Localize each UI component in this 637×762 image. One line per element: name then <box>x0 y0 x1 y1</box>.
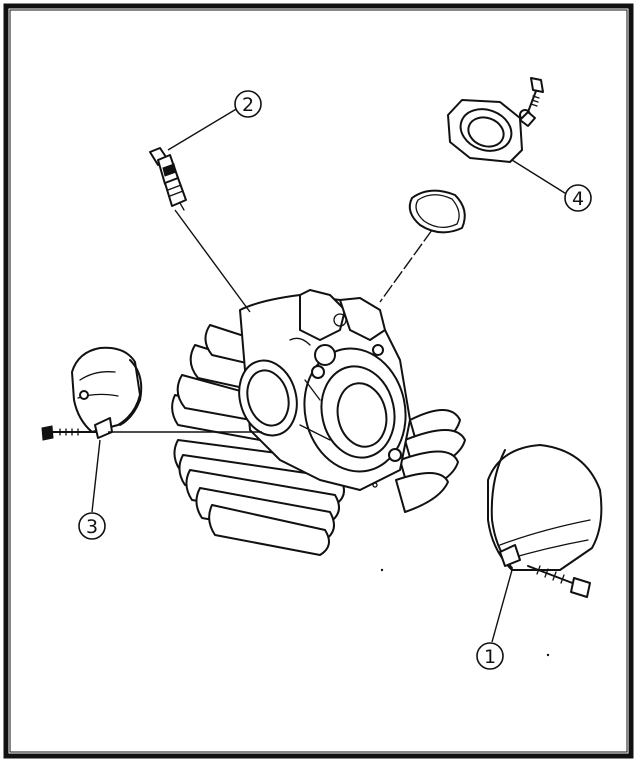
callout-4: 4 <box>564 184 592 212</box>
gasket-leader <box>379 229 433 303</box>
svg-text:3: 3 <box>86 516 98 538</box>
svg-text:4: 4 <box>572 188 584 210</box>
dot-mark <box>546 653 550 657</box>
svg-text:2: 2 <box>242 94 254 116</box>
callout-4-leader <box>511 159 569 196</box>
callout-3-leader <box>91 439 101 513</box>
dot-mark <box>380 568 384 572</box>
outer-border <box>3 3 634 759</box>
gasket-ring <box>408 189 466 234</box>
left-cover <box>71 346 143 439</box>
callout-2-leader <box>167 107 239 151</box>
inner-border <box>9 9 628 753</box>
manifold-bolt <box>527 77 544 113</box>
left-cover-bolt <box>41 425 97 441</box>
callout-1-leader <box>491 569 513 643</box>
callout-3: 3 <box>78 512 106 540</box>
spark-plug <box>149 147 187 211</box>
spark-plug-leader <box>174 209 251 313</box>
svg-text:1: 1 <box>484 646 496 668</box>
callout-2: 2 <box>234 90 262 118</box>
cylinder-head <box>171 289 466 556</box>
callout-1: 1 <box>476 642 504 670</box>
right-cover-bolt <box>527 565 591 598</box>
right-cover <box>487 444 603 571</box>
manifold <box>447 99 536 163</box>
